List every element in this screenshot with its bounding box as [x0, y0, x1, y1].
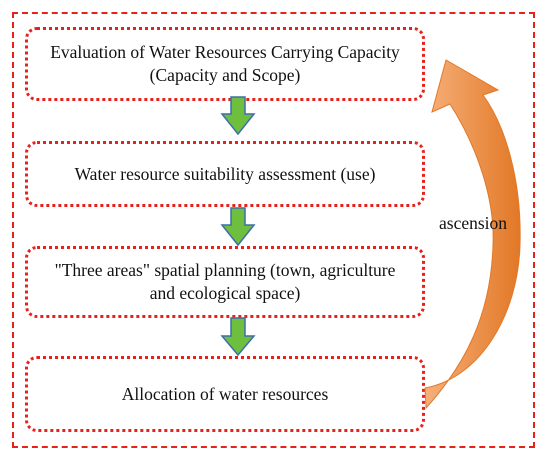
- step-suitability-assessment: Water resource suitability assessment (u…: [25, 141, 425, 207]
- outer-dashed-frame: [12, 12, 535, 448]
- down-arrow-3: [220, 317, 256, 357]
- step-capacity-evaluation: Evaluation of Water Resources Carrying C…: [25, 27, 425, 101]
- step-spatial-planning: "Three areas" spatial planning (town, ag…: [25, 246, 425, 318]
- feedback-arrow: [424, 59, 521, 410]
- step-suitability-assessment-label: Water resource suitability assessment (u…: [74, 163, 376, 184]
- step-capacity-evaluation-label: Evaluation of Water Resources Carrying C…: [50, 42, 400, 85]
- feedback-label: ascension: [439, 213, 508, 233]
- down-arrow-1: [220, 96, 256, 136]
- step-spatial-planning-label: "Three areas" spatial planning (town, ag…: [54, 260, 396, 303]
- down-arrow-2: [220, 207, 256, 247]
- step-allocation: Allocation of water resources: [25, 356, 425, 432]
- step-allocation-label: Allocation of water resources: [121, 383, 329, 404]
